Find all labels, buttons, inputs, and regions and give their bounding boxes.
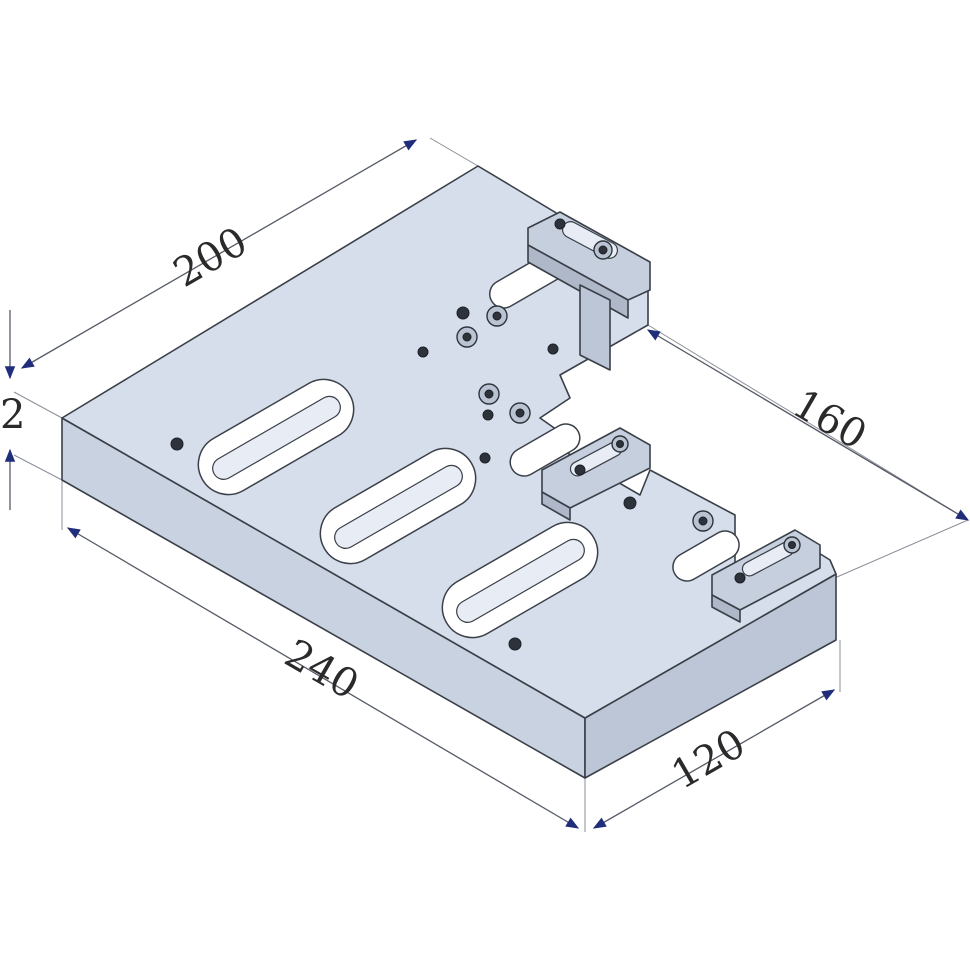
dim-line-240: [66, 527, 580, 829]
hole: [698, 516, 708, 526]
dim-label-200: 200: [166, 219, 255, 297]
slot-1: [197, 378, 355, 496]
dim-line-120: [592, 689, 836, 829]
hole: [484, 389, 494, 399]
dim-label-160: 160: [785, 381, 874, 459]
hole: [170, 437, 184, 451]
hole: [479, 452, 491, 464]
hole: [456, 306, 470, 320]
clamps: [527, 211, 821, 623]
slots: [197, 251, 740, 639]
holes: [170, 305, 714, 651]
dim-line-160: [646, 329, 970, 521]
hole: [547, 343, 559, 355]
hole: [417, 346, 429, 358]
dim-label-thickness: 2: [0, 392, 25, 438]
hole: [482, 409, 494, 421]
dimension-lines: [4, 139, 970, 829]
clamp-top: [527, 211, 651, 371]
plate-body: [61, 165, 837, 779]
relief-slot-3: [672, 530, 740, 582]
slot-3: [441, 521, 599, 639]
clamp-bottom: [711, 529, 821, 623]
slot-2: [319, 447, 477, 565]
hole: [462, 332, 472, 342]
clamp-middle: [541, 427, 651, 521]
hole: [492, 311, 502, 321]
relief-slot-2: [509, 423, 581, 477]
dim-line-200: [20, 139, 418, 369]
dim-label-120: 120: [664, 721, 753, 799]
hole: [515, 408, 525, 418]
hole: [623, 496, 637, 510]
hole: [508, 637, 522, 651]
